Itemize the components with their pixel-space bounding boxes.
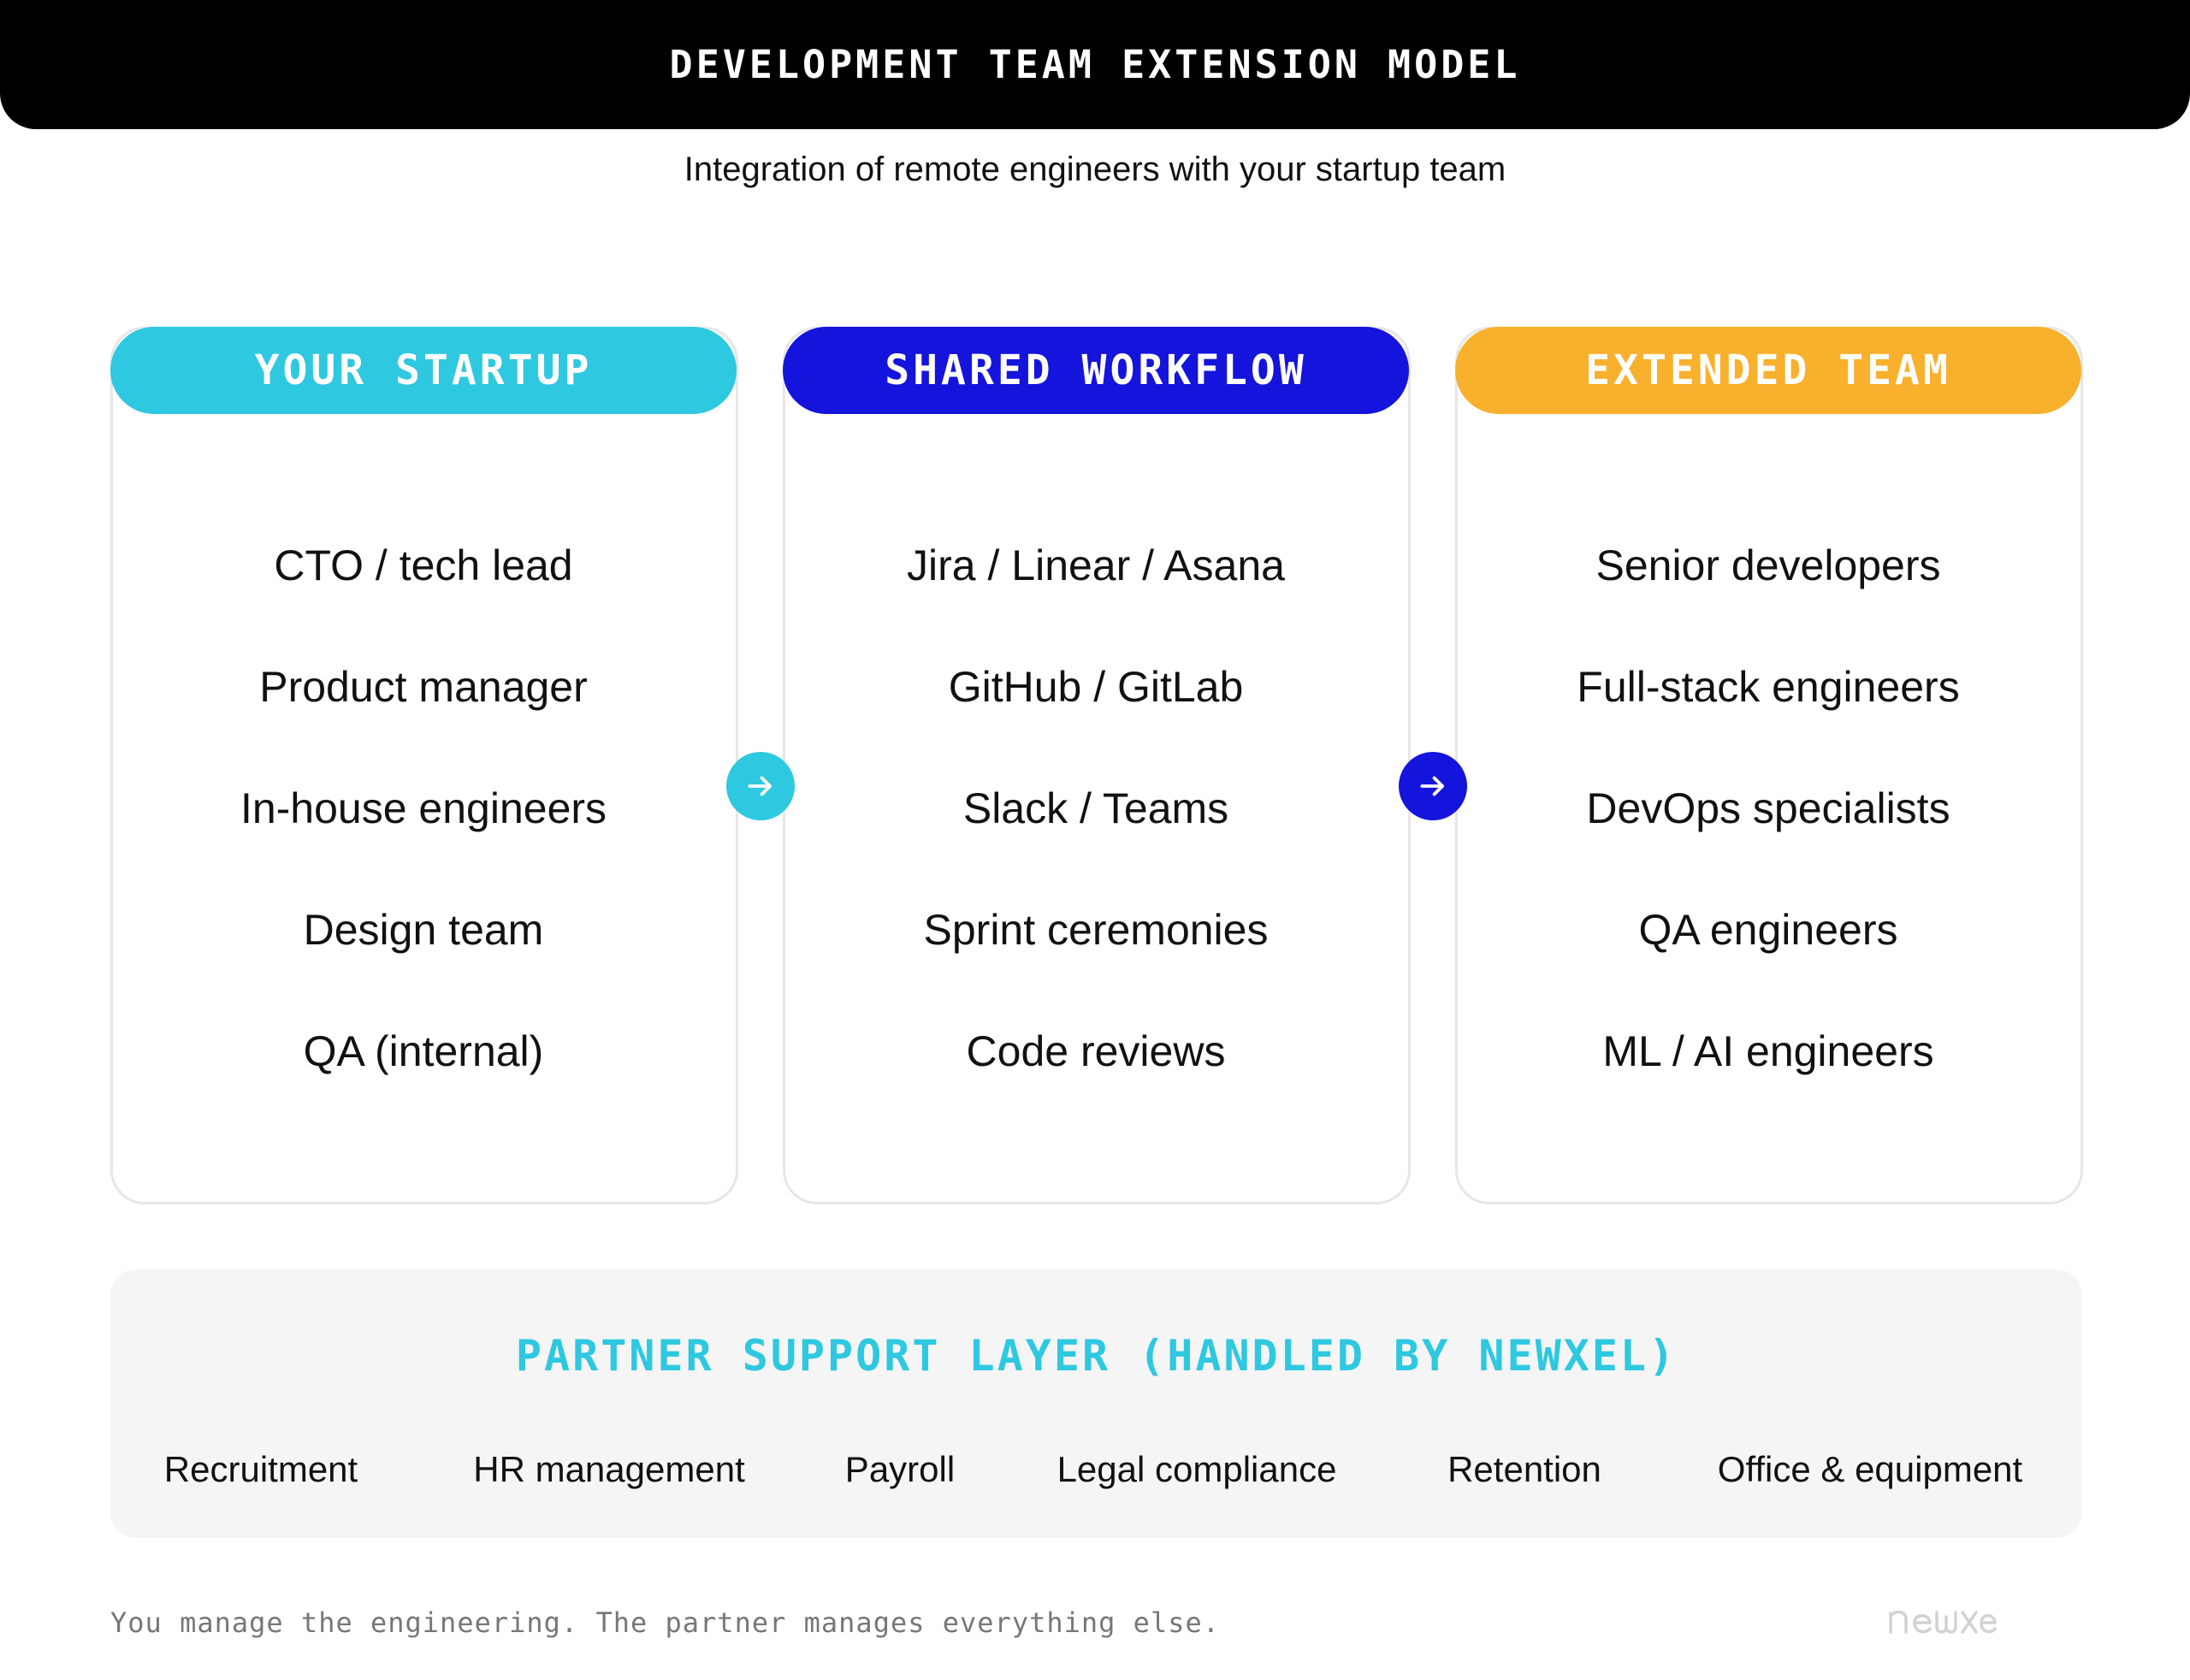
column-header: SHARED WORKFLOW — [783, 327, 1409, 414]
support-item: Retention — [1447, 1449, 1601, 1489]
column-card — [783, 327, 1411, 1204]
list-item: Sprint ceremonies — [923, 906, 1269, 954]
support-item: Payroll — [844, 1449, 956, 1489]
support-title: PARTNER SUPPORT LAYER (HANDLED BY NEWXEL… — [515, 1331, 1678, 1381]
column-header-label: EXTENDED TEAM — [1585, 346, 1951, 394]
column-header: YOUR STARTUP — [110, 327, 737, 414]
footer-tagline: You manage the engineering. The partner … — [110, 1606, 1220, 1639]
arrow-right-icon — [726, 752, 795, 820]
list-item: GitHub / GitLab — [948, 663, 1244, 711]
column-shared-workflow: SHARED WORKFLOW Jira / Linear / Asana Gi… — [783, 327, 1411, 1204]
list-item: In-house engineers — [240, 784, 607, 832]
column-your-startup: YOUR STARTUP CTO / tech lead Product man… — [110, 327, 738, 1204]
arrow-right-icon — [1399, 752, 1467, 820]
list-item: Product manager — [259, 663, 588, 711]
column-header-label: YOUR STARTUP — [254, 346, 593, 394]
column-header-label: SHARED WORKFLOW — [885, 346, 1307, 394]
list-item: Senior developers — [1595, 541, 1941, 589]
list-item: Design team — [303, 906, 544, 954]
page-subtitle: Integration of remote engineers with you… — [684, 151, 1506, 188]
list-item: DevOps specialists — [1586, 784, 1950, 832]
support-item: Office & equipment — [1717, 1449, 2023, 1489]
header-bar: DEVELOPMENT TEAM EXTENSION MODEL — [0, 0, 2190, 129]
list-item: CTO / tech lead — [274, 541, 573, 589]
list-item: QA (internal) — [303, 1027, 544, 1075]
column-header: EXTENDED TEAM — [1455, 327, 2081, 414]
list-item: Full-stack engineers — [1577, 663, 1960, 711]
column-item-list: CTO / tech lead Product manager In-house… — [110, 535, 737, 1143]
partner-support-panel: PARTNER SUPPORT LAYER (HANDLED BY NEWXEL… — [110, 1269, 2082, 1538]
column-item-list: Senior developers Full-stack engineers D… — [1455, 535, 2081, 1143]
column-card — [1455, 327, 2083, 1204]
support-item: HR management — [473, 1449, 745, 1489]
list-item: QA engineers — [1638, 906, 1898, 954]
list-item: Jira / Linear / Asana — [907, 541, 1285, 589]
column-item-list: Jira / Linear / Asana GitHub / GitLab Sl… — [783, 535, 1409, 1143]
list-item: Code reviews — [966, 1027, 1226, 1075]
list-item: Slack / Teams — [962, 784, 1229, 832]
page-title: DEVELOPMENT TEAM EXTENSION MODEL — [669, 42, 1521, 87]
support-item: Recruitment — [163, 1449, 358, 1489]
list-item: ML / AI engineers — [1602, 1027, 1934, 1075]
column-extended-team: EXTENDED TEAM Senior developers Full-sta… — [1455, 327, 2083, 1204]
newxel-logo — [1889, 1610, 1997, 1634]
support-item: Legal compliance — [1057, 1449, 1337, 1489]
column-card — [110, 327, 738, 1204]
